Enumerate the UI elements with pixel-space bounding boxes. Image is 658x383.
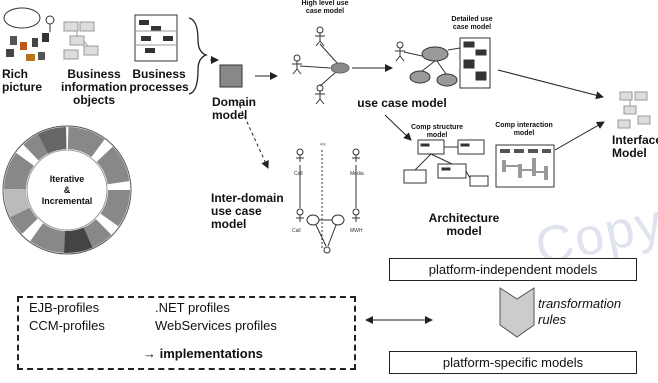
implementations-box: EJB-profiles .NET profiles CCM-profiles … — [17, 296, 356, 370]
comp-structure-label: Comp structure model — [410, 124, 464, 139]
high-level-uc-diagram — [292, 26, 350, 105]
comp-interaction-label: Comp interaction model — [495, 122, 553, 137]
ejb-profiles-label: EJB-profiles — [29, 300, 100, 315]
webservices-profiles-label: WebServices profiles — [155, 318, 277, 333]
business-info-label: Business information objects — [61, 67, 127, 107]
business-info-icon — [63, 21, 99, 60]
domain-model-label: Domain model — [212, 95, 257, 122]
detailed-uc-label: Detailed use case model — [451, 16, 493, 31]
platform-specific-box: platform-specific models — [389, 351, 637, 374]
platform-independent-label: platform-independent models — [428, 262, 598, 277]
ccm-profiles-label: CCM-profiles — [29, 318, 105, 333]
interface-model-icon — [617, 91, 651, 129]
svg-text:Call: Call — [292, 228, 301, 234]
inter-domain-label: Inter-domain use case model — [211, 191, 284, 231]
interface-model-label: Interface Model — [612, 134, 658, 160]
implementations-result-label: → implementations — [143, 346, 263, 361]
platform-specific-label: platform-specific models — [442, 355, 584, 370]
svg-text:Media: Media — [350, 171, 364, 177]
iterative-label: Iterative & Incremental — [41, 174, 93, 206]
svg-text:MWH: MWH — [350, 228, 363, 234]
architecture-label: Architecture model — [428, 211, 500, 238]
net-profiles-label: .NET profiles — [155, 300, 230, 315]
high-level-uc-label: High level use case model — [301, 0, 349, 15]
detailed-uc-diagram — [395, 37, 491, 89]
rich-picture-label: Rich picture — [2, 67, 43, 94]
transformation-rules-label: transformation rules — [538, 296, 622, 327]
use-case-model-label: use case model — [357, 96, 447, 110]
platform-independent-box: platform-independent models — [389, 258, 637, 281]
comp-structure-diagram — [403, 139, 489, 187]
business-process-icon — [134, 14, 178, 62]
svg-text:Call: Call — [294, 171, 303, 177]
rich-picture-icon — [3, 7, 55, 61]
comp-interaction-diagram — [495, 144, 555, 188]
business-proc-label: Business processes — [129, 67, 189, 94]
iterative-cycle-icon — [2, 125, 132, 255]
transformation-chevron-icon — [499, 287, 535, 338]
svg-text:<<: << — [320, 142, 326, 148]
domain-model-shape — [219, 64, 243, 88]
inter-domain-diagram — [296, 148, 360, 254]
